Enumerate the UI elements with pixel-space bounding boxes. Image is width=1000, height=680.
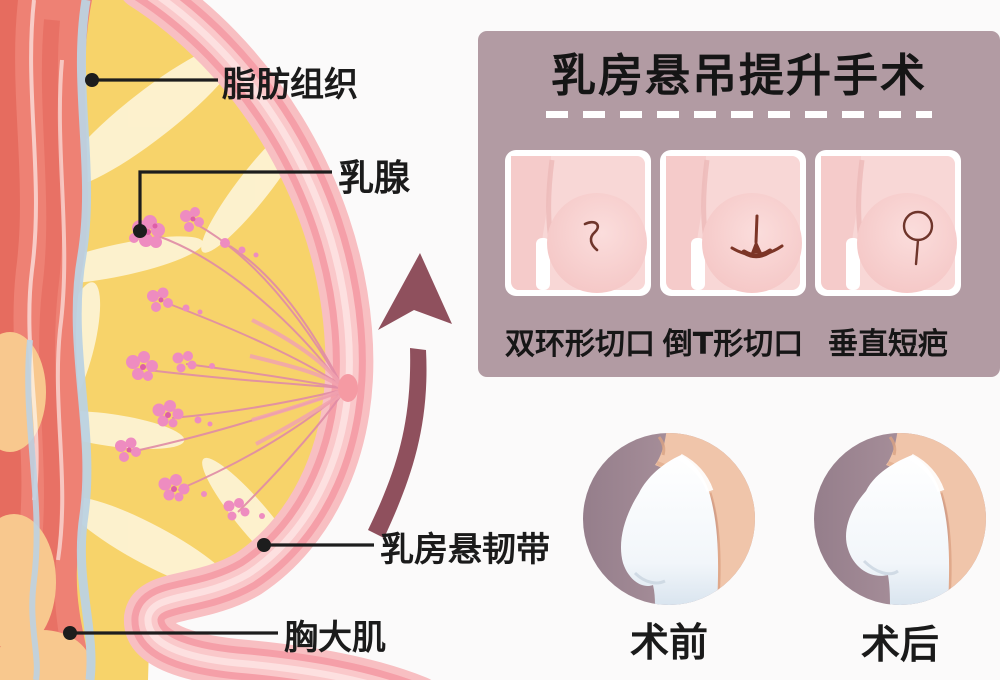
before-figure bbox=[583, 433, 755, 605]
gland-cluster bbox=[152, 400, 213, 428]
label-pectoralis-major: 胸大肌 bbox=[284, 618, 386, 658]
leader-pectoralis bbox=[63, 626, 278, 640]
leader-suspensory-ligament bbox=[257, 538, 374, 552]
tank-top-sagging bbox=[620, 455, 719, 605]
incision-mark bbox=[583, 220, 600, 252]
skin-layer-band bbox=[123, 0, 432, 680]
gland-cluster bbox=[158, 474, 207, 502]
dashed-divider bbox=[546, 111, 932, 118]
label-leader-lines bbox=[63, 73, 374, 640]
surgery-techniques-card: 乳房悬吊提升手术 bbox=[478, 31, 1000, 377]
gland-cluster bbox=[180, 207, 259, 258]
incision-mark bbox=[815, 150, 961, 296]
after-surgery-image bbox=[814, 433, 986, 605]
inverted-t-incision-icon bbox=[660, 150, 806, 296]
label-mammary-gland: 乳腺 bbox=[338, 158, 411, 199]
before-surgery-image bbox=[583, 433, 755, 605]
caption-vertical-short-scar: 垂直短疤 bbox=[828, 327, 948, 362]
caption-double-ring-incision: 双环形切口 bbox=[505, 327, 655, 362]
breast-anatomy-illustration bbox=[0, 0, 452, 680]
caption-inverted-t-incision: 倒T形切口 bbox=[662, 327, 804, 362]
gland-cluster bbox=[223, 498, 265, 521]
after-figure bbox=[814, 433, 986, 605]
nipple bbox=[338, 374, 358, 402]
pectoral-muscle-layer bbox=[0, 0, 92, 680]
leader-fat-tissue bbox=[85, 73, 218, 87]
lift-direction-arrow bbox=[368, 253, 452, 538]
label-after-surgery: 术后 bbox=[860, 623, 939, 668]
card-title: 乳房悬吊提升手术 bbox=[550, 49, 927, 102]
tank-top-lifted bbox=[846, 455, 950, 605]
label-fat-tissue: 脂肪组织 bbox=[222, 65, 358, 105]
mammary-glands bbox=[115, 207, 265, 521]
gland-cluster bbox=[126, 351, 215, 381]
label-suspensory-ligament: 乳房悬韧带 bbox=[380, 530, 550, 570]
gland-cluster bbox=[115, 437, 141, 462]
fascia-lines bbox=[25, 0, 96, 680]
incision-mark bbox=[730, 214, 784, 259]
incision-panel-row bbox=[505, 150, 961, 296]
lollipop-incision-icon bbox=[815, 150, 961, 296]
leader-mammary-gland bbox=[133, 170, 332, 238]
label-before-surgery: 术前 bbox=[629, 621, 708, 666]
gland-cluster bbox=[147, 287, 203, 315]
s-curve-incision-icon bbox=[505, 150, 651, 296]
incision-caption-row: 双环形切口 倒T形切口 垂直短疤 bbox=[505, 319, 961, 363]
